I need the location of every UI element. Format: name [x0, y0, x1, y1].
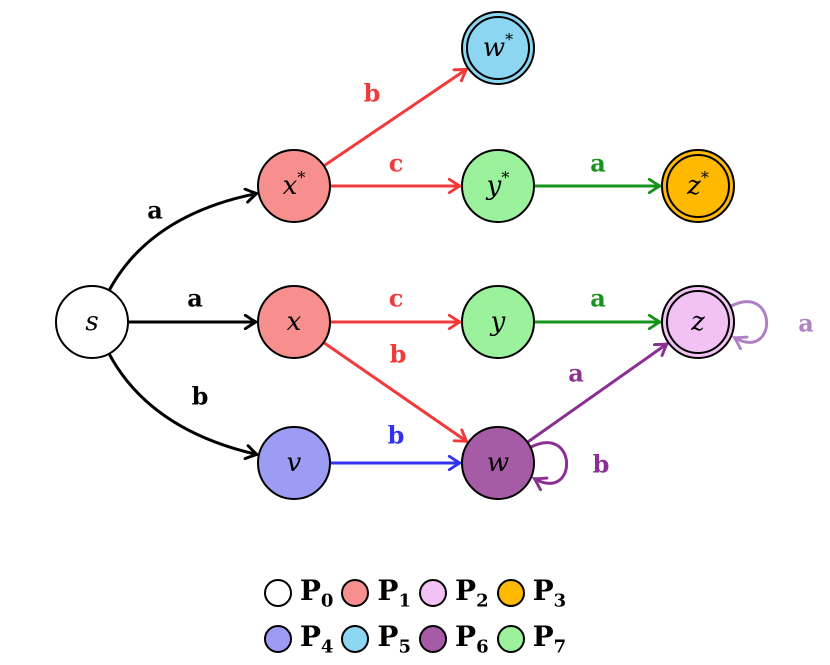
edge-label-z-z: a: [798, 309, 814, 338]
legend-item-P0: P0: [263, 574, 334, 612]
edge-label-x-y: c: [389, 284, 404, 313]
legend-label: P0: [299, 574, 334, 612]
edge-label-v-w: b: [388, 421, 405, 450]
legend-item-P2: P2: [419, 574, 489, 612]
node-y: y: [461, 285, 535, 359]
legend-item-P1: P1: [341, 574, 411, 612]
legend-label: P3: [532, 574, 567, 612]
legend-swatch: [341, 579, 370, 607]
node-label-w: w: [487, 448, 509, 478]
legend-label: P1: [377, 574, 411, 612]
legend-item-P5: P5: [341, 620, 411, 658]
edge-label-w-z: a: [568, 359, 584, 388]
edge-z-z: [729, 300, 769, 343]
edge-label-s-xs: a: [147, 196, 163, 225]
node-label-ys: y*: [486, 168, 510, 201]
legend-swatch: [263, 625, 292, 653]
edge-label-xs-ys: c: [389, 149, 404, 178]
legend-swatch: [496, 625, 525, 653]
legend-label: P6: [455, 620, 489, 658]
node-z: z: [661, 285, 735, 359]
edges-layer: [107, 69, 769, 484]
edge-label-s-v: b: [192, 382, 209, 411]
edge-s-xs: [107, 194, 257, 292]
edge-s-v: [107, 353, 257, 455]
edge-label-x-w: b: [390, 340, 407, 369]
edge-w-w: [529, 441, 569, 484]
node-zs: z*: [661, 149, 735, 223]
legend-item-P3: P3: [496, 574, 567, 612]
legend-label: P7: [532, 620, 567, 658]
node-s: s: [55, 285, 129, 359]
node-label-v: v: [287, 448, 302, 478]
legend-item-P4: P4: [263, 620, 334, 658]
node-label-ws: w*: [483, 30, 513, 63]
edge-label-y-z: a: [590, 284, 606, 313]
node-label-zs: z*: [686, 168, 709, 201]
legend-label: P5: [377, 620, 411, 658]
legend-row: P4 P5 P6 P7: [0, 616, 830, 662]
edge-label-ys-zs: a: [590, 149, 606, 178]
node-v: v: [257, 426, 331, 500]
edge-label-s-x: a: [187, 284, 203, 313]
edge-xs-ws: [322, 69, 467, 168]
edge-label-w-w: b: [593, 450, 610, 479]
legend-row: P0 P1 P2 P3: [0, 570, 830, 616]
legend-item-P6: P6: [419, 620, 489, 658]
legend-swatch: [419, 579, 447, 607]
legend-swatch: [496, 579, 525, 607]
node-label-x: x: [287, 307, 302, 337]
legend-label: P2: [455, 574, 489, 612]
legend-swatch: [419, 625, 447, 653]
legend-item-P7: P7: [496, 620, 567, 658]
edge-label-xs-ws: b: [364, 79, 381, 108]
legend-swatch: [341, 625, 370, 653]
legend-swatch: [263, 579, 292, 607]
node-w: w: [461, 426, 535, 500]
node-label-xs: x*: [283, 168, 306, 201]
node-label-y: y: [490, 307, 506, 337]
node-ys: y*: [461, 149, 535, 223]
node-ws: w*: [461, 11, 535, 85]
edge-w-z: [526, 344, 667, 444]
node-label-s: s: [85, 307, 98, 337]
node-xs: x*: [257, 149, 331, 223]
legend-label: P4: [299, 620, 334, 658]
edge-x-w: [322, 341, 467, 441]
node-label-z: z: [690, 307, 705, 337]
nodes-layer: s x* w* y* z* x y z v w: [55, 11, 735, 500]
node-x: x: [257, 285, 331, 359]
